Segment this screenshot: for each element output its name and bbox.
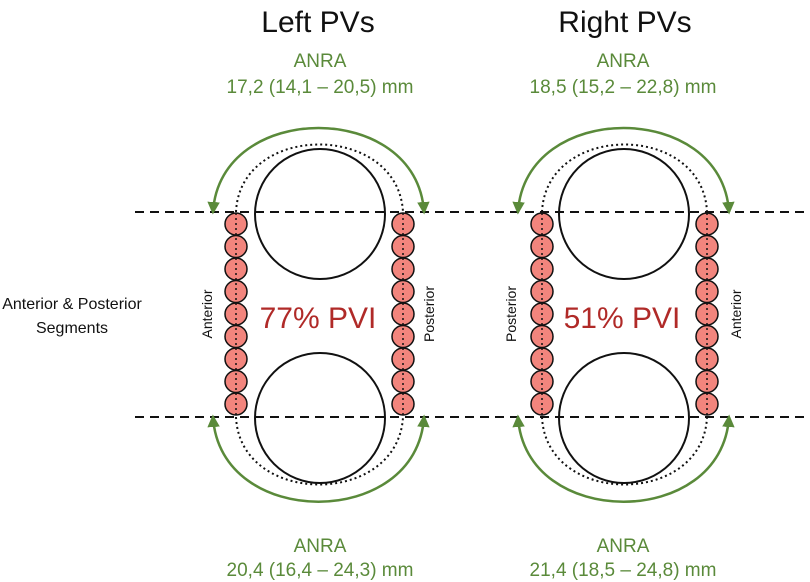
left-posterior-label: Posterior <box>421 286 437 342</box>
right-top-dotted-route <box>541 143 708 213</box>
right-bottom-anra-label: ANRA <box>597 536 650 557</box>
right-top-anra-label: ANRA <box>597 51 650 72</box>
right-bottom-anra-value: 21,4 (18,5 – 24,8) mm <box>530 560 717 581</box>
left-anterior-lesions <box>224 212 248 416</box>
left-top-anra-value: 17,2 (14,1 – 20,5) mm <box>227 77 414 98</box>
left-superior-pv <box>254 148 386 280</box>
left-pvi-result: 77% PVI <box>260 302 377 335</box>
right-pvi-result: 51% PVI <box>564 302 681 335</box>
segments-label-line-2: Segments <box>36 320 108 337</box>
right-bottom-anra-arrow <box>512 414 735 503</box>
left-top-anra-label: ANRA <box>294 51 347 72</box>
right-pvs-title: Right PVs <box>558 6 691 39</box>
left-top-anra-arrow <box>207 126 430 215</box>
left-posterior-lesions <box>391 212 415 416</box>
right-posterior-lesions <box>530 212 554 416</box>
right-top-anra-value: 18,5 (15,2 – 22,8) mm <box>530 77 717 98</box>
left-bottom-anra-arrow <box>207 414 430 503</box>
right-anterior-label: Anterior <box>728 289 744 338</box>
left-bottom-dotted-route <box>235 416 404 486</box>
segments-label-line-1: Anterior & Posterior <box>2 296 142 313</box>
left-bottom-anra-label: ANRA <box>294 536 347 557</box>
right-superior-pv <box>558 148 690 280</box>
left-pvs-panel: Left PVs ANRA 17,2 (14,1 – 20,5) mm Ante… <box>199 6 437 581</box>
right-top-anra-arrow <box>512 126 735 215</box>
right-pvs-panel: Right PVs ANRA 18,5 (15,2 – 22,8) mm Pos… <box>503 6 744 581</box>
right-anterior-lesions <box>695 212 719 416</box>
left-bottom-anra-value: 20,4 (16,4 – 24,3) mm <box>227 560 414 581</box>
left-top-dotted-route <box>235 143 404 213</box>
left-pvs-title: Left PVs <box>261 6 374 39</box>
left-anterior-label: Anterior <box>199 289 215 338</box>
right-posterior-label: Posterior <box>503 286 519 342</box>
